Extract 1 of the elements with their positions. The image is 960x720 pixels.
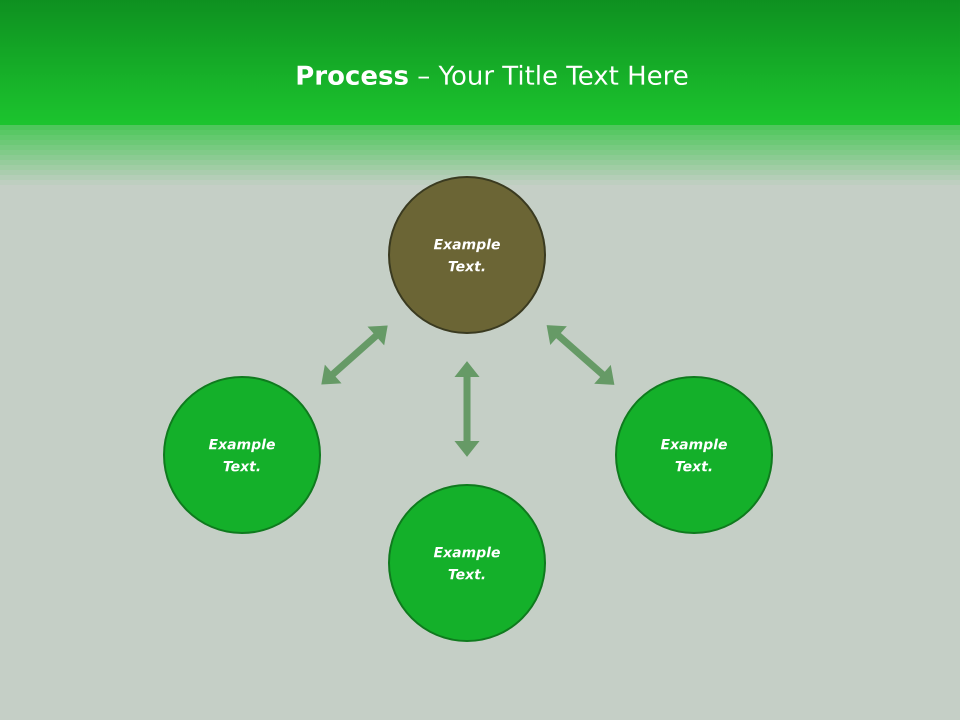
title: Process – Your Title Text Here [298, 64, 688, 86]
